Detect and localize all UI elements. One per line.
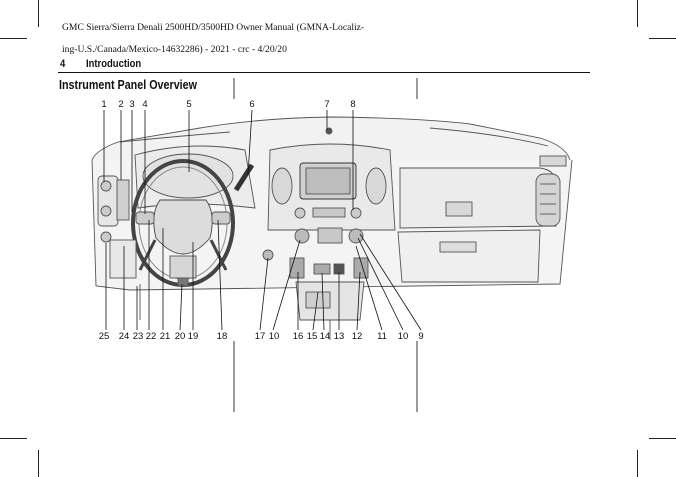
callout-number: 9 [418, 331, 423, 342]
callout-number: 3 [129, 99, 134, 110]
callout-number: 21 [160, 331, 171, 342]
callout-number: 14 [320, 331, 331, 342]
callout-number: 25 [99, 331, 110, 342]
callout-number: 2 [118, 99, 123, 110]
callout-number: 8 [350, 99, 355, 110]
callout-number: 12 [352, 331, 363, 342]
callout-number: 18 [217, 331, 228, 342]
callout-number: 16 [293, 331, 304, 342]
callout-number: 23 [133, 331, 144, 342]
callout-number: 10 [269, 331, 280, 342]
callout-number: 22 [146, 331, 157, 342]
callout-number: 10 [398, 331, 409, 342]
callout-number: 20 [175, 331, 186, 342]
callout-number: 13 [334, 331, 345, 342]
callout-number: 24 [119, 331, 130, 342]
callout-number: 7 [324, 99, 329, 110]
callout-number: 19 [188, 331, 199, 342]
callout-number: 11 [377, 331, 387, 342]
callout-number: 5 [186, 99, 191, 110]
callout-number: 15 [307, 331, 318, 342]
callout-number: 17 [255, 331, 266, 342]
callout-number: 4 [142, 99, 147, 110]
callout-number: 1 [101, 99, 106, 110]
callout-number: 6 [249, 99, 254, 110]
